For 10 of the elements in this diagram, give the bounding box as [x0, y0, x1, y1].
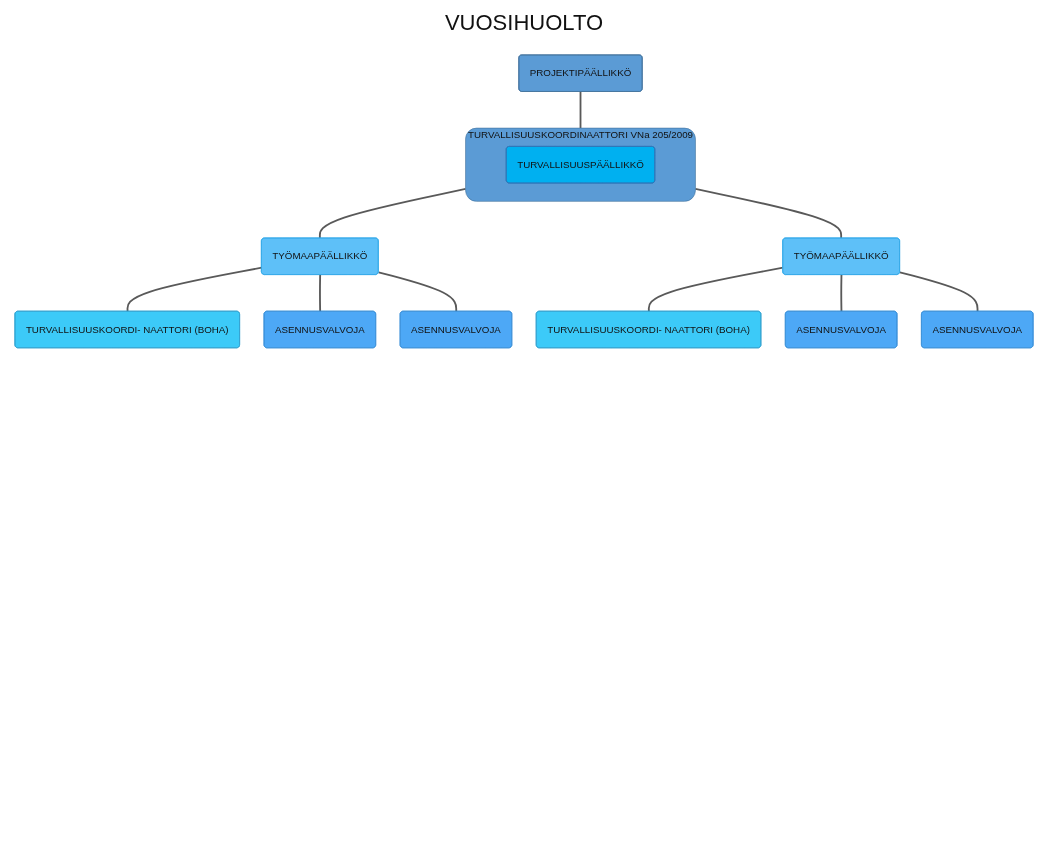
- connector: [898, 271, 979, 313]
- diagram-title: VUOSIHUOLTO: [443, 10, 605, 36]
- connector: [126, 266, 263, 313]
- connector: [840, 273, 843, 313]
- connector: [647, 266, 784, 313]
- connector: [319, 273, 322, 313]
- connector: [377, 271, 458, 313]
- connector: [579, 90, 582, 130]
- connector: [318, 188, 467, 239]
- connector: [694, 188, 843, 239]
